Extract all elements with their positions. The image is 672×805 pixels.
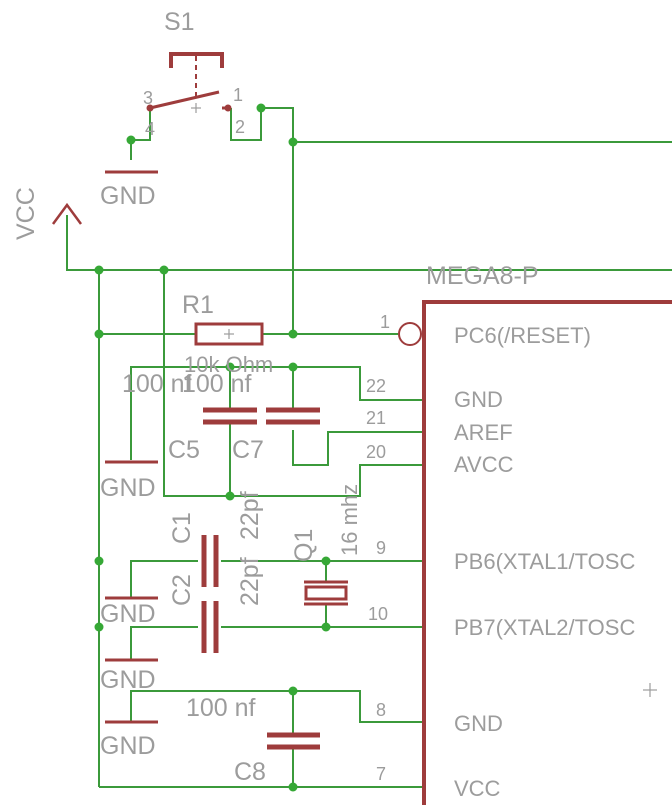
junctions (94, 103, 331, 792)
wire-aref (292, 430, 424, 466)
junction-dot (288, 329, 298, 339)
switch-s1-button (169, 52, 224, 68)
junction-dot (321, 622, 331, 632)
capacitor-c5-name: C5 (168, 436, 200, 464)
ic-pin-number: 9 (376, 538, 386, 558)
crystal-q1-value: 16 mhz (337, 484, 362, 556)
wire-c2-gnd (130, 626, 198, 660)
ic-pin-name: AVCC (454, 452, 514, 477)
vcc-label: VCC (12, 187, 40, 240)
resistor-r1-name: R1 (182, 291, 214, 319)
resistor-r1-value: 10k Ohm (184, 352, 273, 377)
switch-s1-pin: 1 (233, 85, 243, 105)
switch-s1-pin: 4 (145, 119, 155, 139)
junction-dot (159, 265, 169, 275)
ic-pin-name: PC6(/RESET) (454, 323, 591, 348)
capacitor-c1-name: C1 (168, 512, 196, 544)
junction-dot (288, 686, 298, 696)
ic-body (422, 300, 672, 805)
crystal-q1: Q1 16 mhz (290, 484, 362, 606)
wire-c1-gnd (130, 560, 198, 598)
wire-c5-gnd (130, 366, 424, 460)
ic-pin-name: GND (454, 711, 503, 736)
ic-name: MEGA8-P (426, 262, 539, 290)
capacitor-c2-value: 22pf (236, 557, 264, 606)
ic-pin-number: 7 (376, 764, 386, 784)
ic-pin-name: PB6(XTAL1/TOSC (454, 549, 635, 574)
capacitor-c1-value: 22pf (236, 491, 264, 540)
junction-dot (288, 782, 298, 792)
junction-dot (321, 556, 331, 566)
wire-avcc-bus (163, 270, 424, 497)
wire-vcc-rail (66, 215, 672, 271)
ic-pin-number: 22 (366, 376, 386, 396)
resistor-r1-body (194, 322, 264, 346)
wire-s1-left (130, 108, 151, 160)
ic-pin-name: PB7(XTAL2/TOSC (454, 615, 635, 640)
junction-dot (94, 329, 104, 339)
capacitor-c7: 100 nf C7 (182, 370, 320, 464)
ic-pin-number: 20 (366, 442, 386, 462)
ic-pin-number: 21 (366, 408, 386, 428)
junction-dot (256, 103, 266, 113)
ic-pin-name: AREF (454, 420, 513, 445)
gnd-label: GND (100, 600, 156, 628)
ic-pin-number: 1 (380, 312, 390, 332)
capacitor-c5-value: 100 nf (122, 370, 192, 398)
vcc-arrow (51, 202, 83, 225)
wire-s1-right (230, 107, 294, 334)
capacitor-c7-name: C7 (232, 436, 264, 464)
junction-dot (94, 265, 104, 275)
capacitor-c8: 100 nf C8 (186, 694, 320, 786)
capacitor-c8-name: C8 (234, 758, 266, 786)
capacitor-c2: C2 22pf (168, 557, 264, 653)
junction-dot (225, 491, 235, 501)
crystal-q1-name: Q1 (290, 529, 318, 562)
junction-dot (94, 556, 104, 566)
switch-s1-pin: 3 (143, 88, 153, 108)
ic-pin-number: 10 (368, 604, 388, 624)
junction-dot (288, 362, 298, 372)
ic-mega8: MEGA8-P 1 22 21 20 9 10 8 7 PC6(/RESET) … (366, 262, 672, 805)
capacitor-c2-name: C2 (168, 574, 196, 606)
junction-dot (225, 362, 235, 372)
gnd-label: GND (100, 666, 156, 694)
junction-dot (126, 135, 136, 145)
switch-s1-pin: 2 (235, 117, 245, 137)
switch-s1-pivot (224, 104, 232, 112)
wire-c8-gnd (130, 690, 424, 723)
capacitor-c8-value: 100 nf (186, 694, 256, 722)
gnd-label: GND (100, 474, 156, 502)
ic-pin-number: 8 (376, 700, 386, 720)
gnd-label: GND (100, 182, 156, 210)
switch-s1-name: S1 (164, 8, 195, 36)
junction-dot (288, 137, 298, 147)
capacitor-c5: 100 nf C5 (122, 370, 257, 464)
vcc-symbol: VCC (12, 187, 83, 240)
ic-reset-inversion (398, 322, 422, 346)
switch-s1: S1 3 1 4 2 (143, 8, 245, 139)
resistor-r1: R1 10k Ohm (182, 291, 273, 377)
ic-pin-name: GND (454, 387, 503, 412)
crystal-q1-body (304, 585, 348, 601)
switch-s1-contact (149, 90, 220, 110)
switch-s1-pivot (146, 104, 154, 112)
capacitor-c1: C1 22pf (168, 491, 264, 587)
gnd-label: GND (100, 732, 156, 760)
ic-pin-name: VCC (454, 776, 501, 801)
junction-dot (94, 622, 104, 632)
capacitor-c7-value: 100 nf (182, 370, 252, 398)
gnd-symbols: GND GND GND GND GND (100, 170, 158, 760)
